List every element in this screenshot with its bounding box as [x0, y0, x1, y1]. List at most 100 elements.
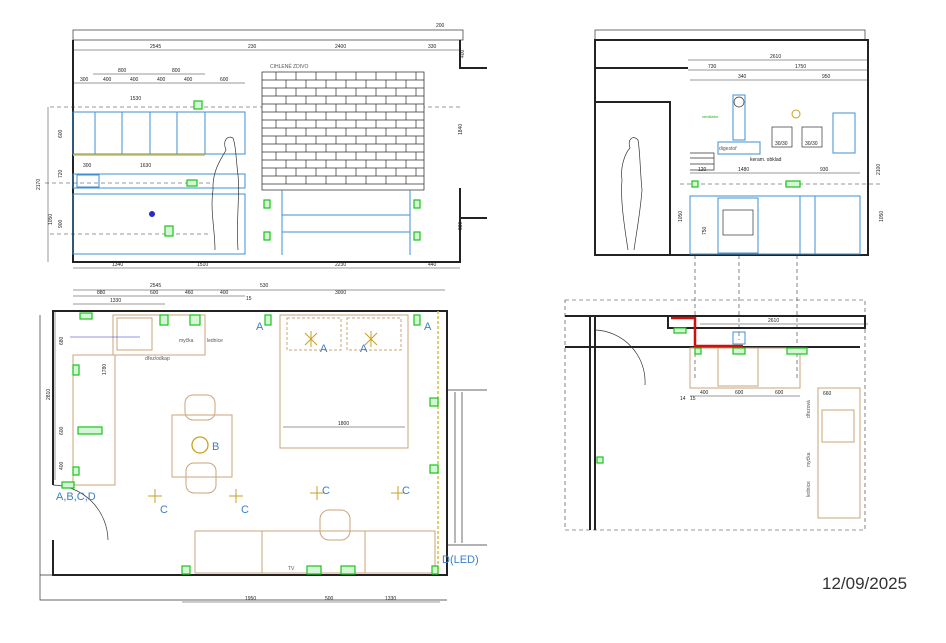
dim-label: 300 [80, 77, 89, 83]
dim-label: 1480 [738, 167, 749, 173]
dim-label: 1330 [110, 298, 121, 304]
tile-label: 30/30 [805, 141, 818, 147]
dim-label: 15 [690, 396, 696, 402]
brick-wall [261, 71, 425, 191]
sink-label: dřez/odkap [145, 356, 170, 362]
dim-label: 400 [184, 77, 193, 83]
sink-label: dřezová [806, 400, 812, 418]
dim-label: 400 [103, 77, 112, 83]
dim-label: 750 [702, 226, 708, 235]
hood [717, 141, 761, 155]
socket-icon [413, 231, 421, 241]
light-label-a: A [360, 343, 368, 355]
dim-label: 1050 [48, 214, 54, 225]
socket-icon [193, 100, 203, 110]
tile-label: 30/30 [775, 141, 788, 147]
dim-label: 1800 [338, 421, 349, 427]
light-label-a: A [320, 343, 328, 355]
dim-label: 600 [150, 290, 159, 296]
dim-label: 400 [59, 461, 65, 470]
dim-label: 340 [738, 74, 747, 80]
fan-label: ventilátor [702, 114, 719, 119]
dim-label: 400 [460, 49, 466, 58]
switch-label-abcd: A,B,C,D [56, 491, 96, 503]
vent-fan-icon [733, 96, 745, 108]
kitchen-counter [817, 387, 861, 519]
right-elevation: 2610 730 1750 340 950 digestoř ventiláto… [594, 29, 885, 380]
socket-icons [61, 312, 439, 575]
dim-label: 900 [58, 219, 64, 228]
dim-label: 120 [698, 167, 707, 173]
gas-pipe [671, 316, 743, 348]
chair [184, 394, 216, 421]
dining-table [171, 414, 233, 478]
dim-label: 1340 [112, 262, 123, 268]
chair [185, 462, 217, 494]
sink [821, 409, 855, 443]
dim-label: 680 [59, 336, 65, 345]
dim-label: 460 [185, 290, 194, 296]
wall-material-label: CIHLENÉ ZDIVO [270, 63, 308, 70]
light-label-a: A [256, 321, 264, 333]
dim-label: 600 [775, 390, 784, 396]
fridge-label: lednice [806, 481, 812, 497]
dim-label: 1840 [458, 124, 464, 135]
dim-label: 950 [822, 74, 831, 80]
oven [717, 197, 759, 254]
door-swing [594, 329, 646, 386]
left-floor-plan: 2545 530 3000 880 600 460 400 15 1330 dř… [39, 283, 487, 603]
spot-light-icons [148, 331, 405, 503]
dim-label: 1780 [102, 364, 108, 375]
socket-icon [413, 199, 421, 209]
dim-label: 2610 [768, 318, 779, 324]
dishwasher-label: myčka [179, 338, 194, 344]
dim-label: 530 [260, 283, 269, 289]
dim-label: 600 [735, 390, 744, 396]
dim-label: 400 [220, 290, 229, 296]
dim-label: 2610 [770, 54, 781, 60]
dim-label: 300 [83, 163, 92, 169]
socket-icon [263, 199, 271, 209]
hood-label: digestoř [719, 146, 737, 152]
person-silhouette [621, 137, 643, 251]
right-floor-plan: 2610 400 600 600 14 15 660 dřezová myčka… [564, 299, 868, 531]
dim-label: 2545 [150, 44, 161, 50]
dim-label: 1510 [197, 262, 208, 268]
light-label-d: D(LED) [442, 554, 479, 566]
light-label-c: C [402, 485, 410, 497]
pendant-light-icon [191, 436, 209, 454]
tiling-label: keram. obklad [750, 157, 782, 163]
dim-label: 1630 [140, 163, 151, 169]
dim-label: 1050 [678, 211, 684, 222]
light-label-a: A [424, 321, 432, 333]
dim-label: 600 [220, 77, 229, 83]
dim-label: 880 [97, 290, 106, 296]
person-silhouette [211, 136, 239, 251]
dim-label: 2230 [335, 262, 346, 268]
chair [319, 509, 351, 541]
socket-icon [186, 179, 198, 187]
dim-label: 14 [680, 396, 686, 402]
tv-label: TV [288, 566, 295, 572]
water-valve-icon [149, 211, 155, 217]
dim-label: 1050 [879, 211, 885, 222]
dim-label: 2545 [150, 283, 161, 289]
dim-label: 800 [172, 68, 181, 74]
dim-label: 330 [428, 44, 437, 50]
dim-label: 1750 [795, 64, 806, 70]
dim-label: 2810 [46, 389, 52, 400]
dim-label: 1330 [385, 596, 396, 602]
light-label-b: B [212, 441, 219, 453]
dim-label: 720 [58, 169, 64, 178]
dim-label: 500 [325, 596, 334, 602]
dim-label: 660 [823, 391, 832, 397]
fridge-label: lednice [207, 338, 223, 344]
drawing-date: 12/09/2025 [822, 574, 908, 593]
socket-icon [164, 225, 174, 237]
dim-label: 930 [820, 167, 829, 173]
bed [279, 314, 409, 449]
dim-label: 600 [58, 129, 64, 138]
dim-label: 2170 [36, 179, 42, 190]
dim-label: 200 [436, 23, 445, 29]
